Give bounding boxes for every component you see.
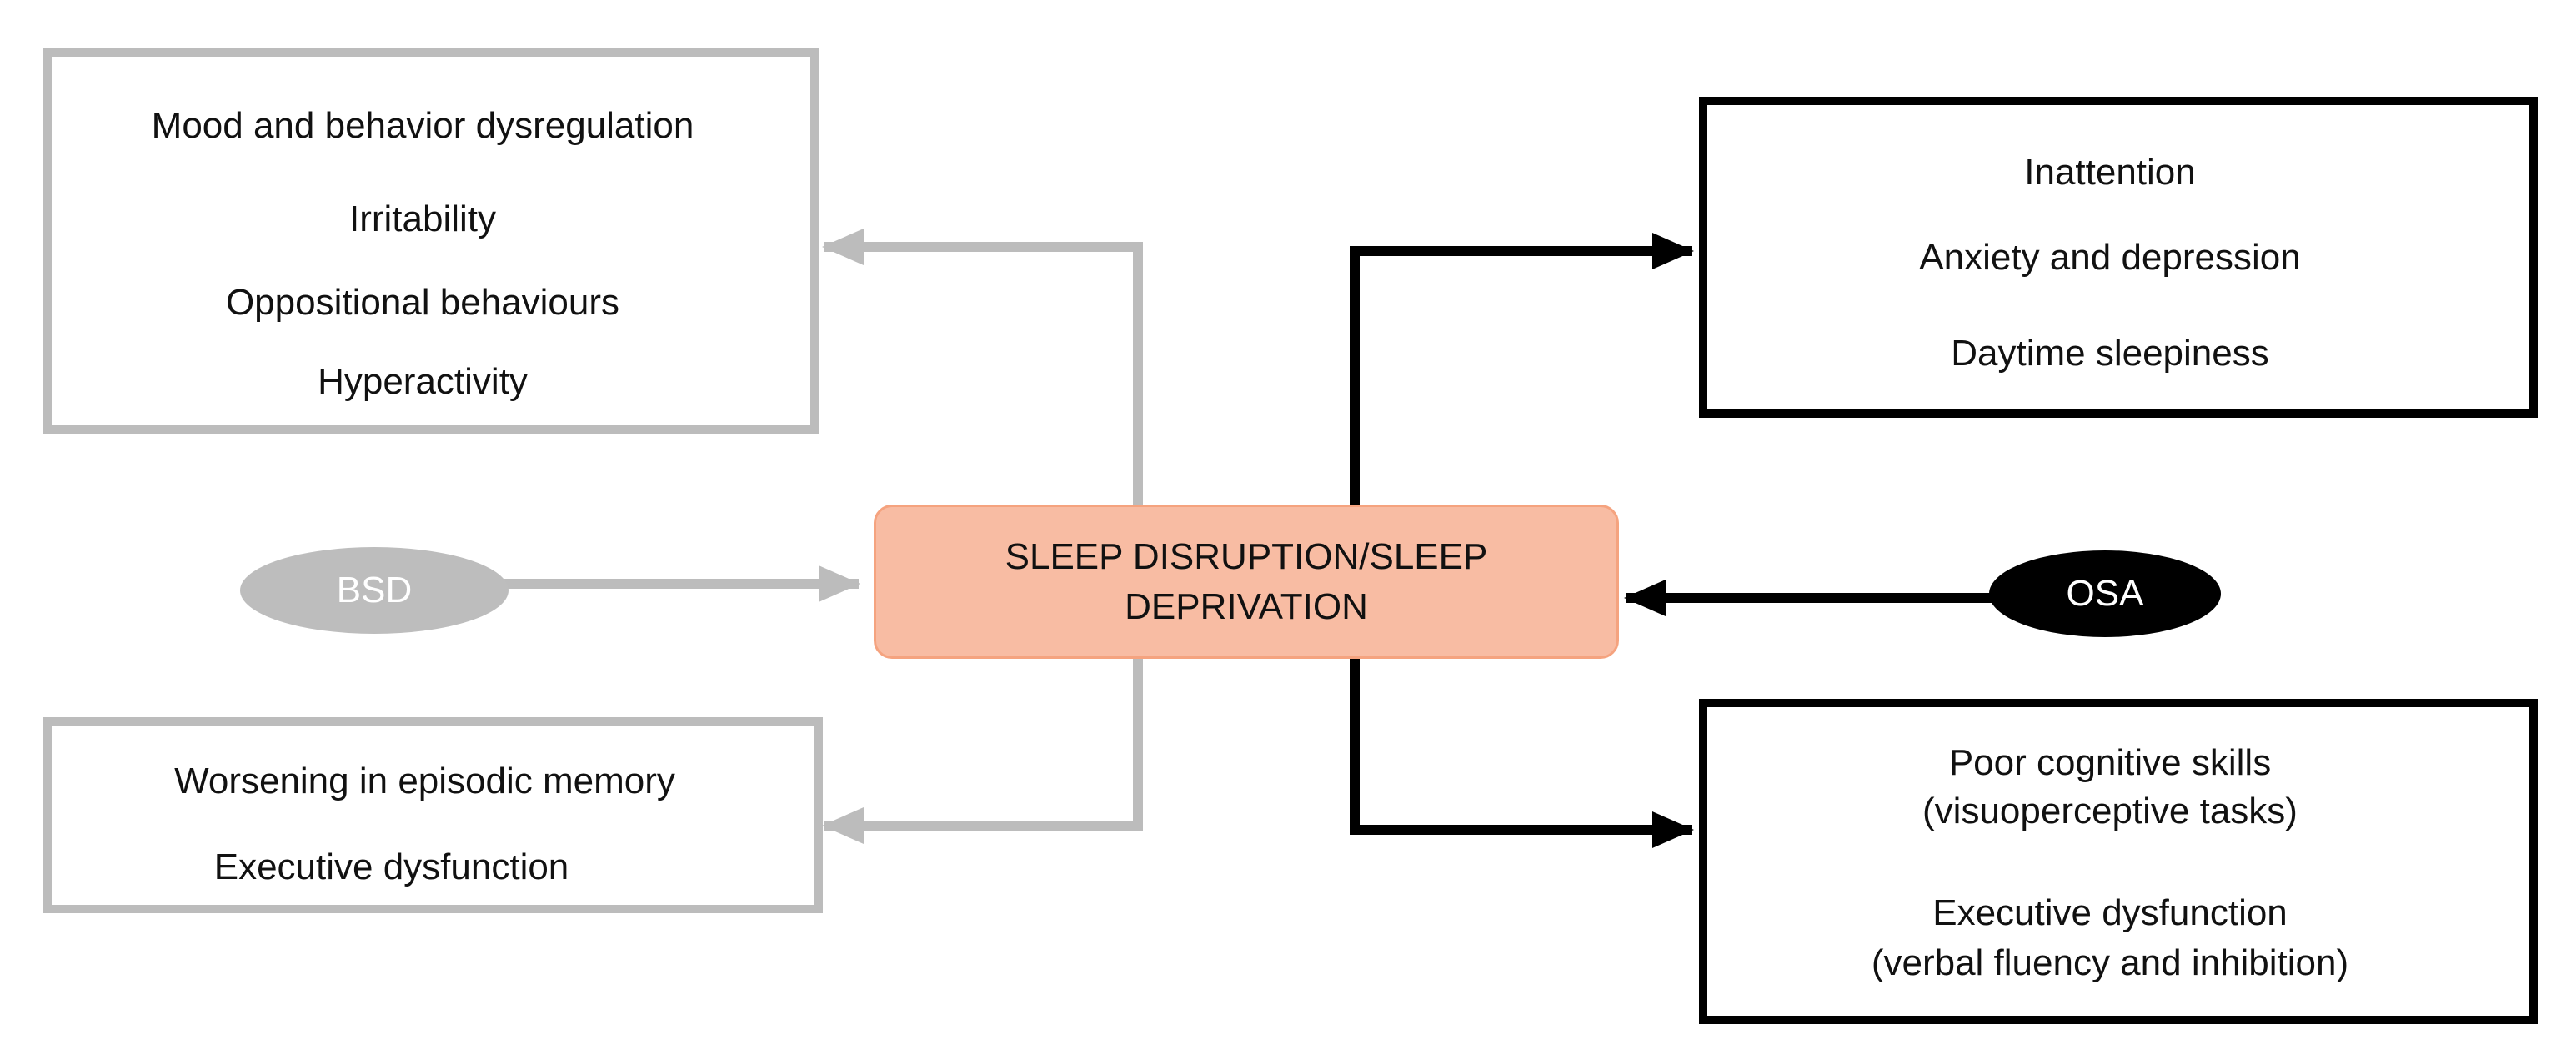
outcome-hyperactivity: Hyperactivity: [318, 361, 528, 402]
outcome-daytime-sleepiness: Daytime sleepiness: [1951, 333, 2269, 374]
center-node-line-1: SLEEP DISRUPTION/SLEEP: [1005, 536, 1488, 578]
outcome-inattention: Inattention: [2024, 152, 2196, 193]
outcome-anxiety-depression: Anxiety and depression: [1919, 237, 2301, 278]
center-to-bsd-bottom-arrow: [822, 659, 1143, 844]
osa-label: OSA: [2066, 573, 2144, 614]
bsd-node: BSD: [240, 547, 509, 634]
osa-node: OSA: [1989, 550, 2221, 637]
center-to-osa-bottom-arrow: [1350, 659, 1694, 848]
outcome-poor-cognitive-skills: Poor cognitive skills: [1948, 742, 2272, 783]
center-node-line-2: DEPRIVATION: [1125, 585, 1368, 627]
center-to-osa-top-arrow: [1350, 233, 1694, 510]
outcome-visuoperceptive-tasks: (visuoperceptive tasks): [1922, 791, 2298, 831]
outcome-irritability: Irritability: [348, 198, 497, 239]
outcome-mood-dysregulation: Mood and behavior dysregulation: [151, 105, 694, 146]
bsd-label: BSD: [336, 570, 413, 610]
bsd-top-outcome-box: Mood and behavior dysregulation Irritabi…: [43, 48, 819, 434]
center-to-bsd-top-arrow: [822, 229, 1143, 510]
osa-bottom-outcome-box: Poor cognitive skills (visuoperceptive t…: [1699, 699, 2538, 1024]
outcome-episodic-memory: Worsening in episodic memory: [174, 761, 675, 801]
outcome-oppositional-behaviours: Oppositional behaviours: [225, 282, 620, 323]
outcome-executive-dysfunction-osa: Executive dysfunction: [1932, 892, 2288, 933]
outcome-verbal-fluency: (verbal fluency and inhibition): [1871, 942, 2349, 983]
osa-top-outcome-box: Inattention Anxiety and depression Dayti…: [1699, 97, 2538, 418]
bsd-bottom-outcome-box: Worsening in episodic memory Executive d…: [43, 717, 823, 913]
sleep-disruption-node: SLEEP DISRUPTION/SLEEP DEPRIVATION: [874, 505, 1619, 659]
outcome-executive-dysfunction-bsd: Executive dysfunction: [213, 846, 569, 887]
